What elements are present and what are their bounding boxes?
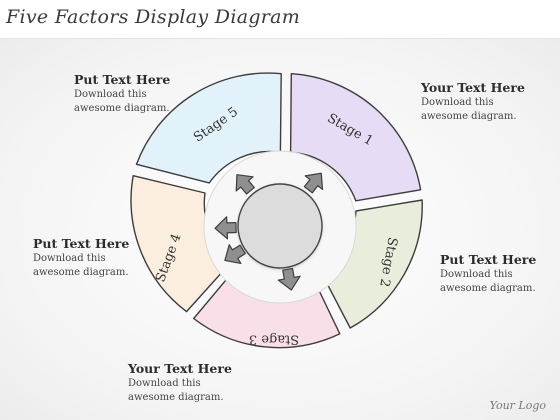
note-line: Download this	[128, 378, 201, 389]
note-line: awesome diagram.	[440, 283, 536, 294]
note-title: Put Text Here	[74, 72, 171, 87]
title-divider	[0, 38, 560, 39]
logo-placeholder: Your Logo	[489, 399, 546, 412]
note-line: Download this	[440, 269, 513, 280]
arrow-icon-stage-4	[214, 216, 237, 240]
note-line: Download this	[33, 253, 106, 264]
note-title: Put Text Here	[33, 236, 130, 251]
outward-arrows	[214, 172, 324, 291]
note-top-right: Your Text Here Download this awesome dia…	[421, 80, 551, 124]
arrow-icon-stage-2	[303, 172, 324, 194]
note-line: Download this	[74, 89, 147, 100]
arrow-icon-stage-1	[235, 174, 255, 195]
page-title: Five Factors Display Diagram	[6, 6, 301, 28]
segment-stage-5	[135, 72, 282, 184]
note-line: awesome diagram.	[74, 103, 170, 114]
arrow-icon-stage-3	[277, 267, 301, 291]
note-top-left: Put Text Here Download this awesome diag…	[74, 72, 204, 116]
note-title: Your Text Here	[421, 80, 525, 95]
note-bottom-center: Your Text Here Download this awesome dia…	[128, 361, 258, 405]
arrow-icon-stage-5	[224, 244, 246, 265]
center-hub	[237, 183, 323, 269]
note-title: Your Text Here	[128, 361, 232, 376]
note-line: awesome diagram.	[33, 267, 129, 278]
segment-stage-1	[289, 73, 422, 202]
note-line: awesome diagram.	[421, 111, 517, 122]
note-title: Put Text Here	[440, 252, 537, 267]
note-line: Download this	[421, 97, 494, 108]
note-middle-left: Put Text Here Download this awesome diag…	[33, 236, 163, 280]
stage-3-label: Stage 3	[249, 332, 299, 347]
note-line: awesome diagram.	[128, 392, 224, 403]
note-middle-right: Put Text Here Download this awesome diag…	[440, 252, 560, 296]
